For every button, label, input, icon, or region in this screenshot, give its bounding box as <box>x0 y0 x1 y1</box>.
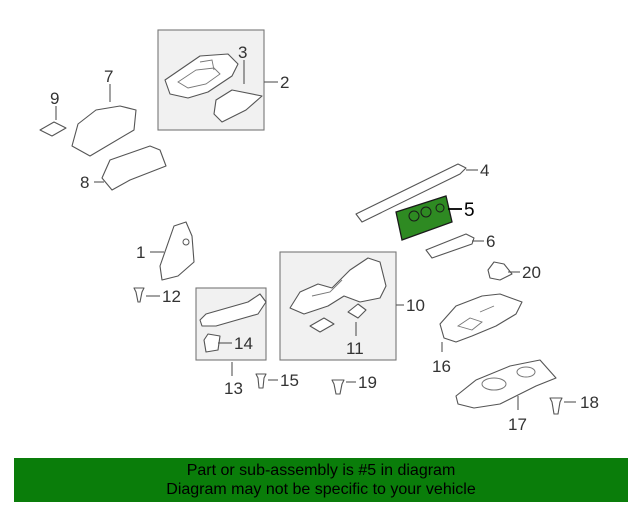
part-16-duct-panel <box>439 293 523 343</box>
part-12-screw <box>133 287 145 303</box>
parts-diagram: 1 2 3 4 5 6 7 8 9 10 11 12 13 14 15 16 1… <box>39 29 599 434</box>
callout-9: 9 <box>50 89 59 108</box>
callout-11: 11 <box>346 339 364 358</box>
callout-8: 8 <box>80 173 89 192</box>
callout-20: 20 <box>522 263 541 282</box>
part-2-bracket <box>164 53 239 99</box>
callout-6: 6 <box>486 232 495 251</box>
part-20-clip <box>487 261 513 281</box>
part-5-highlighted-panel <box>395 195 453 241</box>
callout-16: 16 <box>432 357 451 376</box>
callout-12: 12 <box>162 287 181 306</box>
part-6-bracket <box>425 233 475 259</box>
part-3-cover <box>213 89 263 123</box>
callout-18: 18 <box>580 393 599 412</box>
callout-2: 2 <box>280 73 289 92</box>
part-10-reinforcement <box>289 257 387 315</box>
part-8-bracket <box>101 145 167 191</box>
part-14-clip <box>203 333 221 353</box>
part-19-pin <box>331 379 345 395</box>
callout-19: 19 <box>358 373 377 392</box>
callout-17: 17 <box>508 415 527 434</box>
banner-line-1: Part or sub-assembly is #5 in diagram <box>186 462 456 479</box>
callout-1: 1 <box>136 243 145 262</box>
callout-14: 14 <box>234 334 253 353</box>
callout-13: 13 <box>224 379 243 398</box>
callout-7: 7 <box>104 67 113 86</box>
info-banner: Part or sub-assembly is #5 in diagram Di… <box>14 458 628 502</box>
part-4-trim-strip <box>355 163 467 223</box>
part-1-end-cap <box>159 221 195 281</box>
part-7-cover <box>71 105 137 157</box>
callout-5: 5 <box>464 200 475 221</box>
part-15-screw <box>255 373 267 389</box>
callout-15: 15 <box>280 371 299 390</box>
part-9-clip <box>39 121 67 137</box>
part-10-small-plate <box>309 317 335 333</box>
part-13-bracket <box>199 293 267 327</box>
callout-4: 4 <box>480 161 489 180</box>
callout-3: 3 <box>238 43 247 62</box>
part-18-bolt <box>549 397 563 415</box>
banner-line-2: Diagram may not be specific to your vehi… <box>166 481 476 498</box>
part-11-clip <box>347 303 367 319</box>
callout-10: 10 <box>406 296 425 315</box>
part-17-lower-panel <box>455 359 557 409</box>
